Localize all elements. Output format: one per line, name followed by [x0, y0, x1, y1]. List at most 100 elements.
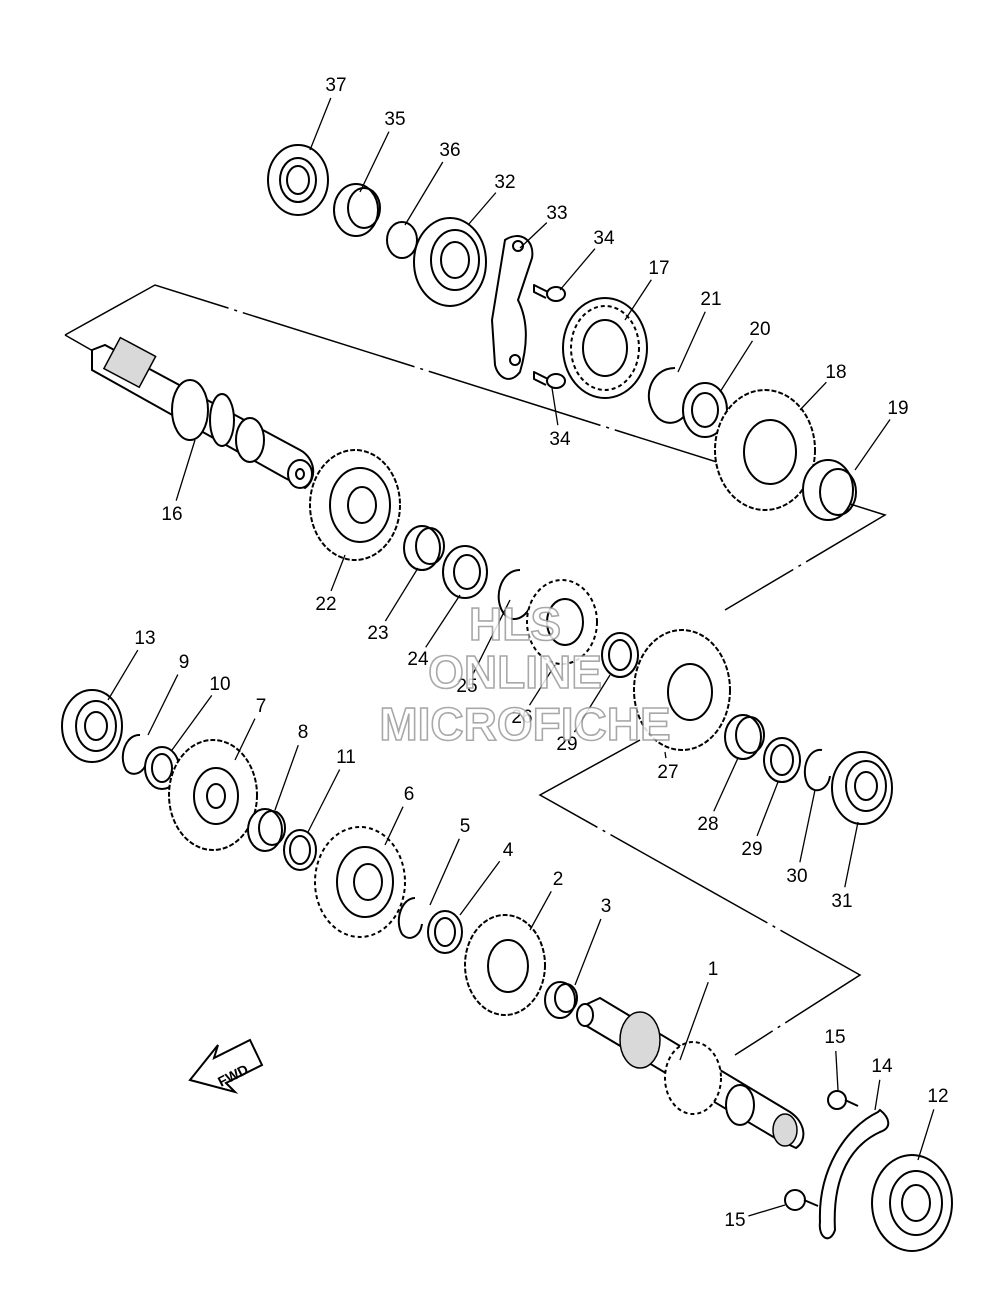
leader-5 [429, 838, 460, 906]
leader-23 [384, 567, 419, 622]
bearing-13 [61, 689, 123, 763]
circlip-9 [121, 733, 148, 775]
callout-28: 28 [697, 814, 718, 835]
leader-34 [559, 248, 596, 291]
leader-29 [756, 781, 779, 837]
callout-30: 30 [786, 866, 807, 887]
leader-21 [677, 311, 706, 373]
leader-4 [459, 860, 501, 916]
bearing-stopper-14 [818, 1108, 890, 1240]
callout-numbers: 1234567891011121314151516171819202122232… [134, 75, 948, 1231]
fwd-arrow-icon: FWD [188, 1038, 264, 1094]
leader-27 [664, 751, 667, 759]
leader-15 [835, 1050, 839, 1091]
callout-5: 5 [460, 816, 471, 837]
bolt-15-lower [784, 1189, 819, 1211]
leader-16 [175, 439, 196, 501]
leader-31 [844, 821, 859, 888]
callout-16: 16 [161, 504, 182, 525]
leader-32 [467, 192, 497, 226]
callout-14: 14 [871, 1056, 893, 1077]
circlip-5 [397, 897, 423, 939]
collar-8 [247, 808, 286, 852]
callout-32: 32 [494, 172, 515, 193]
callout-9: 9 [179, 652, 190, 673]
callout-15: 15 [824, 1027, 845, 1048]
collar-35 [333, 183, 381, 237]
gear-26 [526, 579, 598, 665]
gear-18 [714, 389, 816, 511]
callout-18: 18 [825, 362, 846, 383]
callout-12: 12 [927, 1086, 948, 1107]
callout-6: 6 [404, 784, 415, 805]
callout-19: 19 [887, 398, 908, 419]
o-ring-36 [386, 221, 418, 259]
washer-24 [442, 545, 488, 599]
callout-26: 26 [511, 707, 532, 728]
leader-8 [274, 744, 299, 811]
leader-3 [574, 918, 602, 986]
leader-25 [472, 599, 511, 674]
callout-15: 15 [724, 1210, 745, 1231]
watermark-line-1: HLS [469, 598, 561, 650]
leader-17 [624, 279, 652, 321]
leader-13 [107, 649, 139, 701]
collar-3 [544, 981, 578, 1019]
leader-29 [573, 674, 611, 733]
callout-23: 23 [367, 623, 388, 644]
leader-36 [404, 161, 444, 226]
callout-7: 7 [256, 696, 267, 717]
callout-35: 35 [384, 109, 405, 130]
leader-15 [748, 1204, 786, 1217]
callout-22: 22 [315, 594, 336, 615]
washer-4 [427, 910, 463, 954]
washer-20 [682, 382, 728, 438]
bearing-plate-33 [490, 235, 534, 380]
gear-17 [562, 297, 648, 399]
bolt-15-upper [827, 1090, 859, 1110]
watermark-line-3: MICROFICHE [379, 698, 670, 750]
screw-34-upper [533, 284, 566, 302]
callout-11: 11 [336, 747, 356, 768]
callout-25: 25 [456, 676, 477, 697]
leader-2 [529, 890, 552, 931]
washer-29-upper [601, 632, 639, 678]
callout-4: 4 [503, 840, 514, 861]
callout-31: 31 [831, 891, 852, 912]
callout-8: 8 [298, 722, 309, 743]
bearing-12 [871, 1154, 953, 1252]
bearing-32 [413, 217, 487, 307]
bearing-31 [831, 751, 893, 825]
leader-24 [425, 594, 461, 648]
leader-lines [107, 97, 935, 1217]
leader-11 [307, 769, 341, 833]
gear-22 [309, 449, 401, 561]
collar-28 [724, 714, 765, 760]
callout-29: 29 [741, 839, 762, 860]
callout-33: 33 [546, 203, 567, 224]
callout-10: 10 [209, 674, 230, 695]
drive-axle-1 [576, 996, 805, 1150]
gear-27 [633, 629, 731, 751]
washer-29-lower [763, 737, 801, 783]
drive-axle-assembly-boundary [538, 739, 862, 1056]
bearing-37 [267, 144, 329, 216]
gear-7 [168, 739, 258, 851]
circlip-30 [803, 748, 831, 792]
leader-19 [854, 419, 891, 471]
callout-34: 34 [549, 429, 571, 450]
screw-34-lower [533, 371, 566, 389]
leader-7 [234, 718, 256, 761]
leader-37 [309, 97, 332, 151]
leader-30 [799, 789, 816, 863]
watermark: HLS ONLINE MICROFICHE [379, 597, 672, 751]
leader-34 [551, 387, 559, 426]
leader-28 [713, 757, 739, 812]
callout-3: 3 [601, 896, 612, 917]
leader-33 [519, 222, 548, 249]
callout-37: 37 [325, 75, 346, 96]
leader-14 [874, 1079, 881, 1111]
leader-6 [384, 806, 404, 846]
callout-1: 1 [708, 959, 719, 980]
